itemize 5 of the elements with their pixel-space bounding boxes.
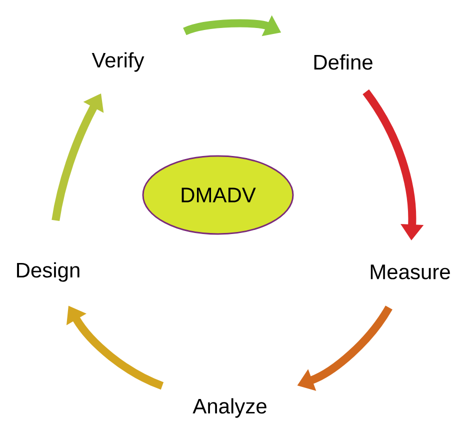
stage-label: Verify [92, 52, 144, 72]
stage-label: Measure [370, 264, 450, 280]
stage-label: Analyze [192, 398, 266, 418]
stage-label: Design [17, 262, 80, 282]
stage-label: Define [314, 54, 372, 70]
